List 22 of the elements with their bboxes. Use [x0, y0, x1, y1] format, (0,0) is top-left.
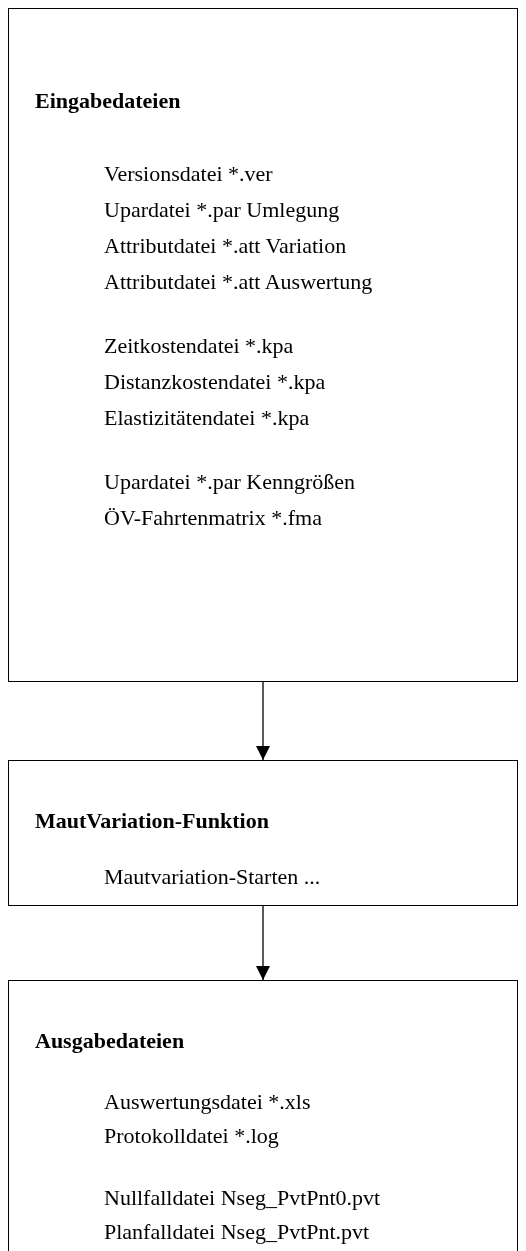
box-heading: Ausgabedateien [35, 1027, 185, 1055]
file-entry: Zeitkostendatei *.kpa [104, 332, 295, 360]
file-entry: ÖV-Fahrtenmatrix *.fma [104, 504, 323, 532]
process-box [8, 980, 518, 1251]
file-entry: Upardatei *.par Umlegung [104, 196, 341, 224]
file-entry: Nullfalldatei Nseg_PvtPnt0.pvt [104, 1184, 381, 1212]
arrow [256, 905, 270, 981]
process-box [8, 760, 518, 906]
file-entry: Attributdatei *.att Auswertung [104, 268, 373, 296]
process-box [8, 8, 518, 682]
file-entry: Auswertungsdatei *.xls [104, 1088, 312, 1116]
file-entry: Elastizitätendatei *.kpa [104, 404, 311, 432]
arrow [256, 681, 270, 761]
file-entry: Versionsdatei *.ver [104, 160, 274, 188]
file-entry: Protokolldatei *.log [104, 1122, 280, 1150]
file-entry: Planfalldatei Nseg_PvtPnt.pvt [104, 1218, 371, 1246]
box-heading: MautVariation-Funktion [35, 807, 269, 835]
file-entry: Mautvariation-Starten ... [104, 863, 321, 891]
file-entry: Attributdatei *.att Variation [104, 232, 348, 260]
file-entry: Distanzkostendatei *.kpa [104, 368, 327, 396]
box-heading: Eingabedateien [35, 87, 181, 115]
file-entry: Upardatei *.par Kenngrößen [104, 468, 357, 496]
